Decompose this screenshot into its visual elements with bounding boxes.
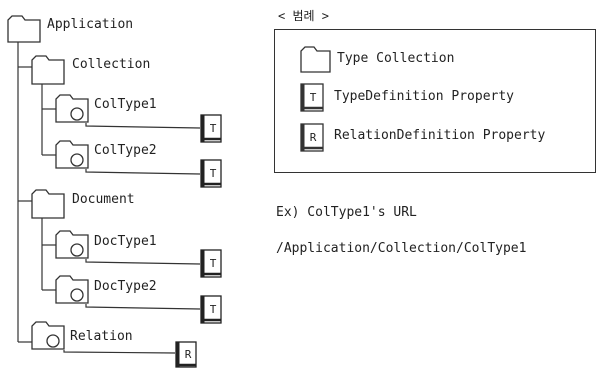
legend-folder-icon xyxy=(300,46,331,73)
node-relation: Relation xyxy=(70,329,133,344)
type-definition-doc-icon xyxy=(200,159,222,188)
legend-label-typedefinition: TypeDefinition Property xyxy=(334,89,515,104)
type-folder-icon xyxy=(55,140,89,169)
type-folder-icon xyxy=(55,230,89,259)
node-doctype1: DocType1 xyxy=(94,234,157,249)
node-coltype1: ColType1 xyxy=(94,97,157,112)
type-folder-icon xyxy=(55,94,89,123)
legend-type-definition-doc-icon xyxy=(300,83,324,112)
legend-box xyxy=(274,29,596,173)
node-application: Application xyxy=(47,17,134,32)
example-caption: Ex) ColType1's URL xyxy=(276,205,417,220)
legend-relation-definition-doc-icon xyxy=(300,123,324,152)
legend-label-type-collection: Type Collection xyxy=(337,51,455,66)
legend-title: < 범례 > xyxy=(278,9,329,23)
type-folder-icon xyxy=(55,275,89,304)
type-definition-doc-icon xyxy=(200,114,222,143)
folder-icon xyxy=(31,189,65,219)
tree-connectors xyxy=(17,42,201,354)
folder-icon xyxy=(31,55,65,85)
type-definition-doc-icon xyxy=(200,249,222,278)
folder-icon xyxy=(7,15,41,43)
node-coltype2: ColType2 xyxy=(94,143,157,158)
type-folder-icon xyxy=(31,321,65,350)
relation-definition-doc-icon xyxy=(175,341,197,368)
example-url: /Application/Collection/ColType1 xyxy=(276,241,527,256)
legend-doc-badge: T xyxy=(310,91,317,104)
doc-badge: T xyxy=(210,167,217,180)
legend-doc-badge: R xyxy=(310,131,317,144)
doc-badge: R xyxy=(185,348,192,361)
node-doctype2: DocType2 xyxy=(94,279,157,294)
node-document: Document xyxy=(72,192,135,207)
doc-badge: T xyxy=(210,303,217,316)
node-collection: Collection xyxy=(72,57,151,72)
type-definition-doc-icon xyxy=(200,295,222,324)
doc-badge: T xyxy=(210,122,217,135)
legend-label-relationdefinition: RelationDefinition Property xyxy=(334,128,546,143)
doc-badge: T xyxy=(210,257,217,270)
